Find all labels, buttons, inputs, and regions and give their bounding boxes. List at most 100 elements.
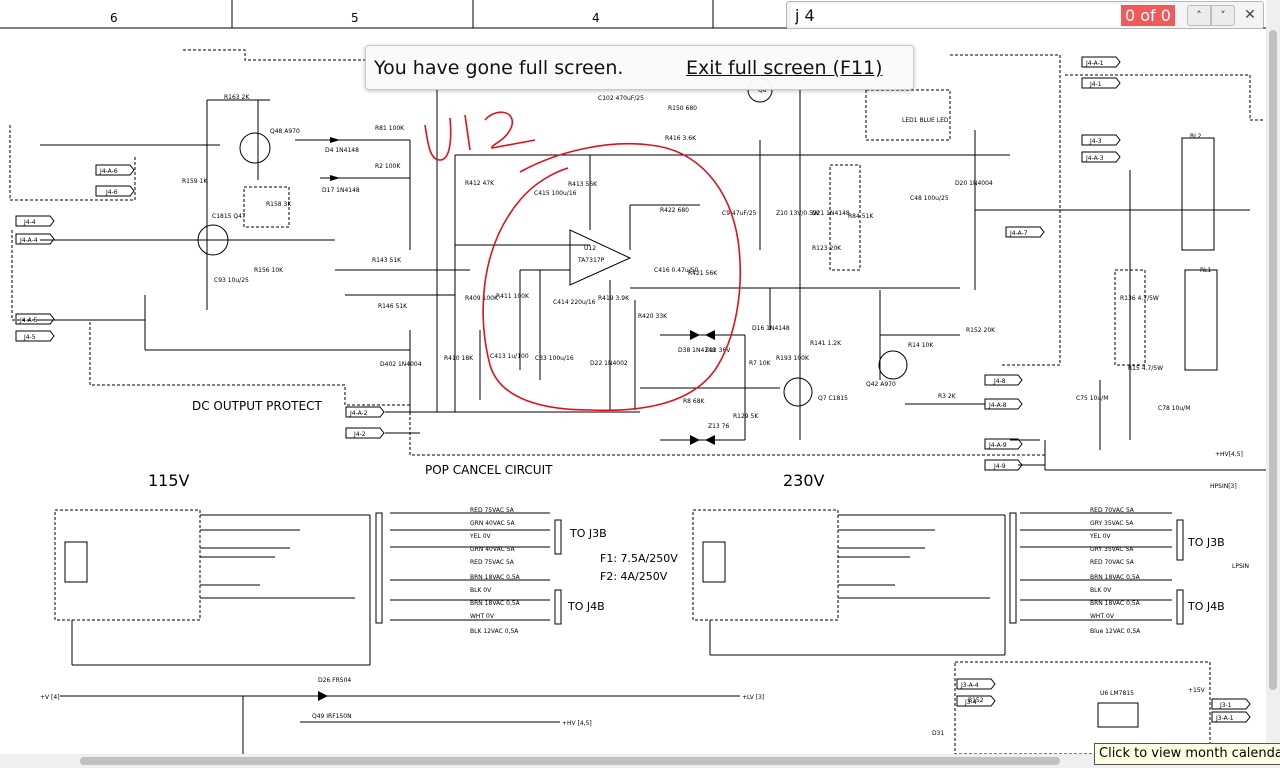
svg-text:R123 20K: R123 20K <box>812 245 842 252</box>
svg-text:R15 4.7/5W: R15 4.7/5W <box>1128 365 1163 372</box>
svg-text:R422 680: R422 680 <box>660 207 689 214</box>
svg-text:R143 51K: R143 51K <box>372 257 402 264</box>
svg-text:Q48 A970: Q48 A970 <box>270 128 300 135</box>
fuse-note-f2: F2: 4A/250V <box>600 570 668 583</box>
net-tag-j4-a-7: J4-A-7 <box>1009 230 1028 237</box>
svg-text:R156 10K: R156 10K <box>254 267 284 274</box>
net-tag-j4-9: J4-9 <box>993 463 1006 470</box>
svg-text:GRY 35VAC 5A: GRY 35VAC 5A <box>1090 546 1134 553</box>
svg-text:C1815 Q47: C1815 Q47 <box>212 213 246 220</box>
net-tags-right: J4-A-1 J4-1 J4-3 J4-A-3 J4-A-7 J4-8 J4-A… <box>956 56 1251 723</box>
net-tag-j4-a-5: J4-A-5 <box>19 317 38 324</box>
svg-text:C78 10u/M: C78 10u/M <box>1158 405 1190 412</box>
q42-transistor <box>878 350 908 380</box>
svg-text:C48 100u/25: C48 100u/25 <box>910 195 949 202</box>
rail-hv: +HV [4,5] <box>562 720 592 727</box>
relay-section <box>747 54 1266 471</box>
net-tag-j4-a-3: J4-A-3 <box>1085 155 1104 162</box>
power-230v-section: 230V F1: 7.5A/250V F2: 4A/250V <box>600 471 1184 656</box>
svg-text:R84 51K: R84 51K <box>848 213 874 220</box>
fullscreen-message: You have gone full screen. <box>374 57 624 79</box>
svg-text:C93 10u/25: C93 10u/25 <box>214 277 249 284</box>
horizontal-scroll-thumb[interactable] <box>80 757 1060 765</box>
svg-text:D16 1N4148: D16 1N4148 <box>752 325 790 332</box>
svg-text:D38 1N4148: D38 1N4148 <box>678 347 716 354</box>
svg-text:R129 5K: R129 5K <box>733 413 759 420</box>
svg-text:R419 3.9K: R419 3.9K <box>598 295 630 302</box>
svg-text:YEL 0V: YEL 0V <box>1089 533 1112 540</box>
svg-text:BLK 0V: BLK 0V <box>1090 587 1112 594</box>
svg-text:R150 680: R150 680 <box>668 105 697 112</box>
svg-text:R7 10K: R7 10K <box>749 360 772 367</box>
rail-hpsin: HPSIN[3] <box>1210 483 1237 490</box>
power-115v-section: 115V <box>54 471 562 666</box>
svg-text:D20 1N4004: D20 1N4004 <box>955 180 993 187</box>
hand-drawn-loop <box>482 142 741 412</box>
border-col-5: 5 <box>351 11 359 25</box>
svg-text:R420 33K: R420 33K <box>638 313 668 320</box>
net-tag-j4-a-4: J4-A-4 <box>19 237 38 244</box>
vertical-scroll-thumb[interactable] <box>1269 30 1277 690</box>
calendar-tooltip: Click to view month calendar <box>1094 743 1280 765</box>
exit-fullscreen-link[interactable]: Exit full screen (F11) <box>686 57 883 79</box>
net-tag-j4-5: J4-5 <box>23 334 36 341</box>
net-tag-j3-a-4: J3-A-4 <box>960 682 979 689</box>
vertical-scrollbar[interactable] <box>1266 0 1280 768</box>
svg-text:C9 47uF/25: C9 47uF/25 <box>722 210 757 217</box>
to-j3b-230: TO J3B <box>1187 536 1225 549</box>
svg-text:R8 68K: R8 68K <box>683 398 706 405</box>
ic-part: TA7317P <box>577 257 605 264</box>
svg-text:LED1 BLUE LED: LED1 BLUE LED <box>902 117 949 124</box>
handwritten-annotation <box>424 111 741 412</box>
close-icon: ✕ <box>1244 7 1256 23</box>
rail-lv: +LV [3] <box>742 694 764 701</box>
net-tag-j4-a-8: J4-A-8 <box>988 402 1007 409</box>
fullscreen-notice: You have gone full screen. Exit full scr… <box>365 45 914 90</box>
svg-text:RL2: RL2 <box>1190 133 1202 140</box>
svg-text:BRN 18VAC 0,5A: BRN 18VAC 0,5A <box>470 574 521 581</box>
to-j3b-115: TO J3B <box>569 527 607 540</box>
rail-v-plus: +V [4] <box>40 694 60 701</box>
title-115v: 115V <box>148 471 190 490</box>
net-tag-j4-a-6: J4-A-6 <box>99 168 118 175</box>
svg-text:Z12 36V: Z12 36V <box>705 347 731 354</box>
svg-text:RED 70VAC 5A: RED 70VAC 5A <box>1090 559 1135 566</box>
svg-text:GRY 35VAC 5A: GRY 35VAC 5A <box>1090 520 1134 527</box>
net-tag-j4-a-2: J4-A-2 <box>349 410 368 417</box>
net-tag-j4-6: J4-6 <box>105 189 118 196</box>
horizontal-scrollbar[interactable] <box>0 754 1266 768</box>
svg-text:R2 100K: R2 100K <box>375 163 401 170</box>
svg-text:R412 47K: R412 47K <box>465 180 495 187</box>
svg-text:R136 4.7/5W: R136 4.7/5W <box>1120 295 1159 302</box>
dc-output-protect-title: DC OUTPUT PROTECT <box>192 399 322 413</box>
find-previous-button[interactable]: ˄ <box>1187 5 1211 26</box>
svg-text:BRN 18VAC 0,5A: BRN 18VAC 0,5A <box>1090 574 1141 581</box>
net-tags-left: J4-A-6 J4-6 J4-4 J4-A-4 J4-A-5 J4-5 J4-A… <box>15 164 385 439</box>
svg-text:BLK 12VAC 0,5A: BLK 12VAC 0,5A <box>470 628 519 635</box>
net-tag-j4-a-1: J4-A-1 <box>1085 60 1104 67</box>
ic-ref: U12 <box>584 245 596 252</box>
rail-hv-right: +HV[4,5] <box>1215 451 1243 458</box>
svg-text:C75 10u/M: C75 10u/M <box>1076 395 1108 402</box>
find-input[interactable] <box>791 4 1125 26</box>
net-tag-j4-2: J4-2 <box>353 431 366 438</box>
svg-text:RED 75VAC 5A: RED 75VAC 5A <box>470 559 515 566</box>
svg-text:R159 1K: R159 1K <box>182 178 208 185</box>
svg-text:R413 56K: R413 56K <box>568 181 598 188</box>
find-close-button[interactable]: ✕ <box>1241 6 1259 24</box>
find-bar: 0 of 0 ˄ ˅ ✕ <box>786 1 1264 29</box>
find-next-button[interactable]: ˅ <box>1211 5 1235 26</box>
border-col-6: 6 <box>110 11 118 25</box>
svg-text:RED 75VAC 5A: RED 75VAC 5A <box>470 507 515 514</box>
svg-text:BRN 18VAC 0,5A: BRN 18VAC 0,5A <box>470 600 521 607</box>
svg-text:R158 3K: R158 3K <box>266 201 292 208</box>
pop-cancel-title: POP CANCEL CIRCUIT <box>425 463 553 477</box>
svg-text:Q8: Q8 <box>758 87 767 94</box>
lm7815-regulator <box>1097 702 1139 728</box>
svg-text:C102 470uF/25: C102 470uF/25 <box>598 95 644 102</box>
svg-text:WHT 0V: WHT 0V <box>470 613 495 620</box>
svg-text:R193 100K: R193 100K <box>776 355 810 362</box>
ta7317p-ic <box>569 229 632 286</box>
rail-lpsin: LPSIN <box>1232 563 1249 570</box>
svg-text:C416 0.47u/50: C416 0.47u/50 <box>654 267 699 274</box>
